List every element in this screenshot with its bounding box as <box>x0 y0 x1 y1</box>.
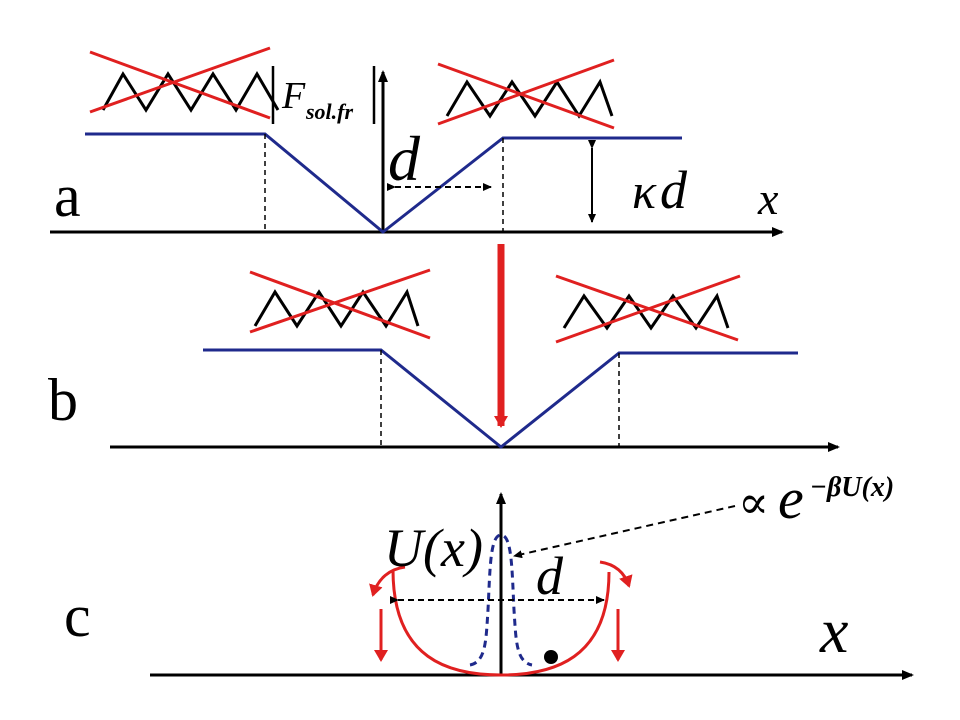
panel-a-x-label: x <box>757 173 779 224</box>
particle-dot <box>544 650 558 664</box>
panel-c-density-pointer <box>513 505 736 559</box>
panel-c-label: c <box>64 583 91 649</box>
panel-a-zigzag-left <box>89 46 280 120</box>
panel-c-x-label: x <box>819 595 848 666</box>
panel-a-zigzag-right <box>437 58 615 130</box>
panel-a-force-label: F <box>281 75 306 117</box>
panel-c: c U(x) d x ∝ e −βU(x) <box>64 466 914 680</box>
panel-b-zigzag-left <box>249 268 431 340</box>
panel-c-exp-exponent: −βU(x) <box>810 472 894 503</box>
panel-c-potential-well <box>391 569 611 677</box>
panel-a: F sol.fr a d κ d x <box>50 46 784 237</box>
panel-b-label: b <box>48 367 78 433</box>
panel-c-curved-arrow-right <box>599 560 633 588</box>
panel-c-curved-arrow-left <box>369 565 406 597</box>
panel-a-kd-d-label: d <box>660 160 688 220</box>
panel-a-kappa-label: κ <box>632 163 657 219</box>
panel-a-force-profile <box>85 132 682 234</box>
panel-b-force-profile <box>203 348 798 449</box>
panel-c-prop-symbol: ∝ <box>738 477 769 528</box>
panel-c-d-label: d <box>536 546 564 606</box>
panel-c-density-curve <box>469 533 533 667</box>
panel-a-label: a <box>54 163 81 229</box>
panel-a-force-subscript: sol.fr <box>305 99 354 124</box>
panel-b-zigzag-right <box>555 274 741 344</box>
panel-c-potential-label: U(x) <box>384 518 483 578</box>
panel-c-exp-base: e <box>778 466 804 531</box>
panel-b: b <box>48 268 840 452</box>
panel-a-d-label: d <box>388 123 421 194</box>
